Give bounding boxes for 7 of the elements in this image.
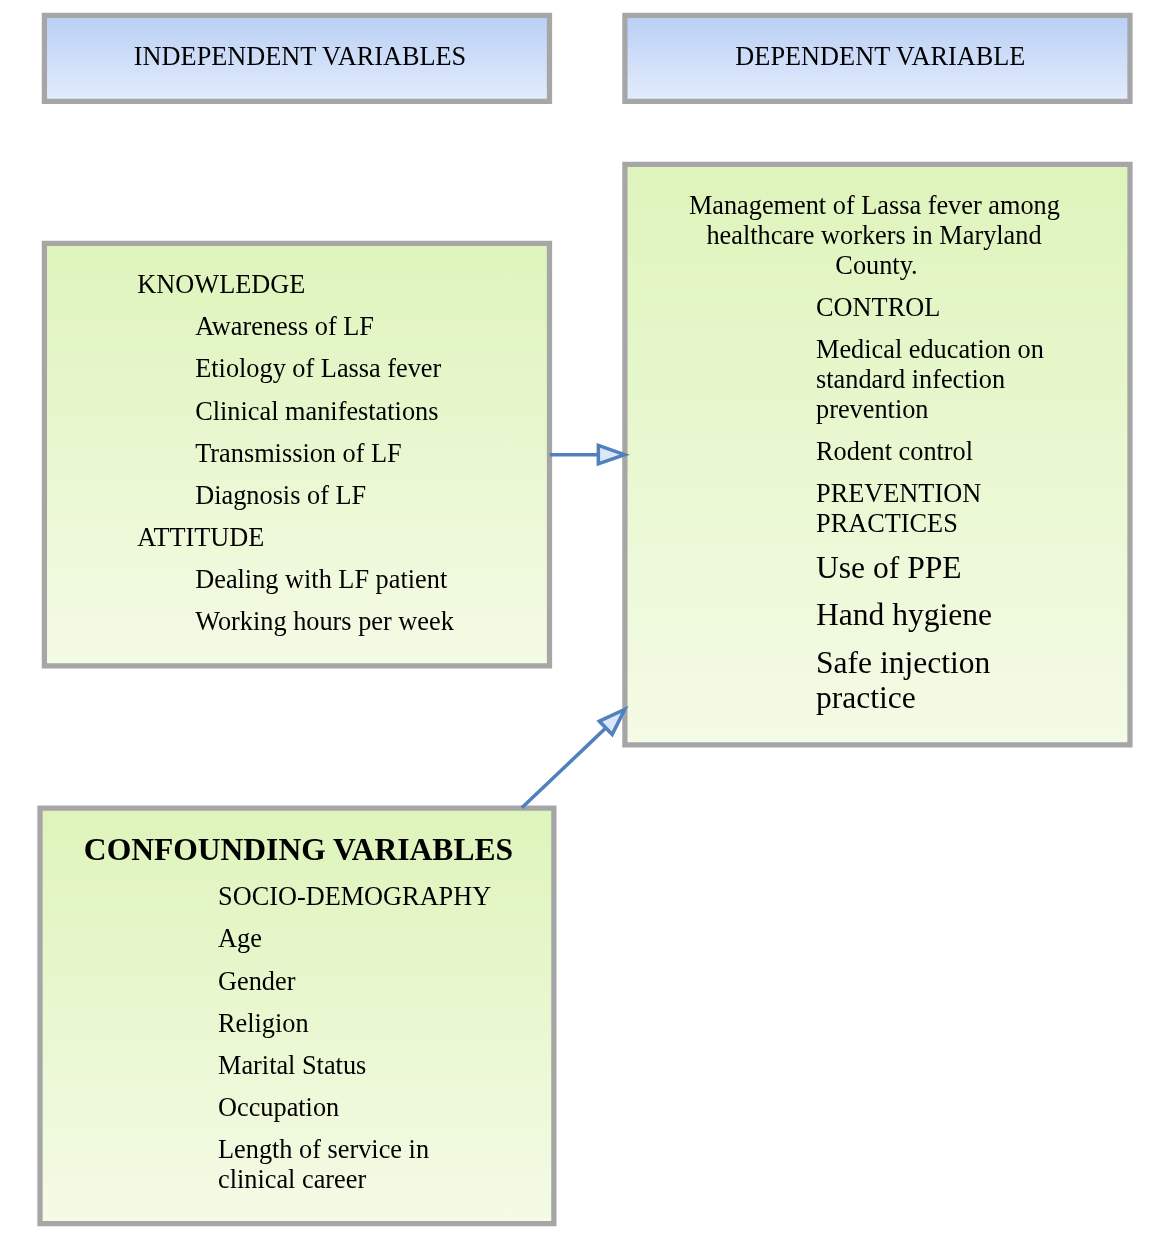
node-box: Management of Lassa fever among healthcare workers in Maryland County. CONTROL Medical education on standard infection prevention Rodent control PREVENTION PRACTICES Use of PPE Hand hygiene Safe injection practice	[622, 161, 1133, 748]
node-box: INDEPENDENT VARIABLES	[41, 12, 553, 104]
arrow	[549, 442, 630, 467]
node-box: KNOWLEDGE Awareness of LF Etiology of Lassa fever Clinical manifestations Transmission of LF Diagnosis of LF ATTITUDE Dealing with LF patient Working hours per week	[41, 240, 553, 669]
arrow	[520, 705, 629, 809]
node-box: CONFOUNDING VARIABLES SOCIO-DEMOGRAPHY Age Gender Religion Marital Status Occupation Length of service in clinical career	[37, 805, 557, 1227]
node-box: DEPENDENT VARIABLE	[622, 12, 1133, 104]
